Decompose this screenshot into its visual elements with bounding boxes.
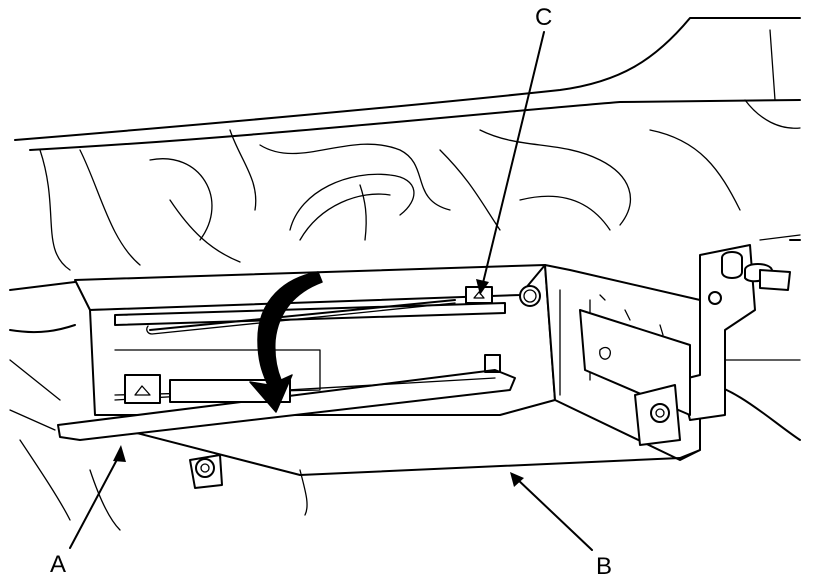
leader-lines [69,31,593,551]
callout-c: C [535,4,553,31]
callout-a: A [50,551,67,578]
lower-bolt [189,454,223,489]
mounting-bracket [579,244,791,446]
curved-arrow-icon [249,271,323,413]
dashboard-upper-panel [14,17,801,151]
dashboard-lower-structure [9,234,801,531]
wiring-harness [39,129,741,271]
callout-b: B [596,553,613,580]
